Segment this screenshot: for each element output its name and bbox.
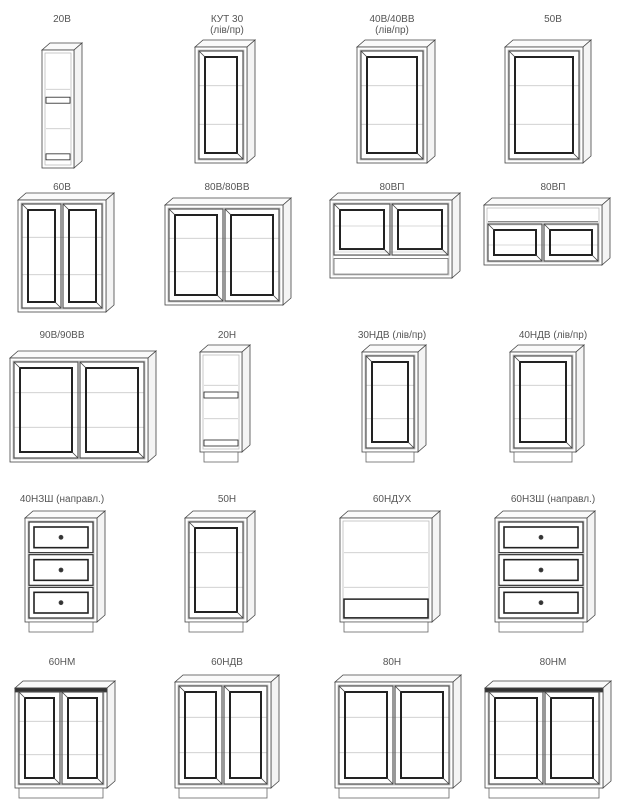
door — [18, 691, 61, 785]
cabinet-label: 60НЗШ (направл.) — [473, 494, 633, 505]
cabinet-code: 80В/80ВВ — [204, 182, 250, 193]
door — [333, 203, 391, 256]
drawer — [498, 521, 584, 554]
cabinet-code: 20В — [53, 14, 71, 25]
cabinet-label: 60НДУХ — [312, 494, 472, 505]
cabinet-code: 60В — [53, 182, 71, 193]
door — [360, 50, 424, 160]
cabinet-label: 40В/40ВВ(лів/пр) — [312, 14, 472, 36]
door — [188, 521, 244, 619]
cabinet-label: 30НДВ (лів/пр) — [312, 330, 472, 341]
cabinet-label: 80Н — [312, 657, 472, 668]
cabinet-label: 20Н — [147, 330, 307, 341]
cabinet-label: 40НЗШ (направл.) — [0, 494, 142, 505]
door — [178, 685, 223, 785]
cabinet-drawing — [163, 197, 293, 306]
cabinet-drawing — [360, 344, 428, 463]
cabinet-drawing — [16, 192, 116, 313]
cabinet-code: 60НДУХ — [372, 494, 412, 505]
cabinet-drawing — [483, 680, 613, 799]
cabinet-code: КУТ 30 — [210, 14, 244, 25]
cabinet-code: 40НЗШ (направл.) — [19, 494, 105, 505]
door — [487, 223, 543, 262]
knob-icon — [58, 534, 64, 540]
cabinet-drawing — [333, 674, 463, 799]
cabinet-drawing — [183, 510, 257, 633]
cabinet-code: 40В/40ВВ — [369, 14, 415, 25]
cabinet-drawing — [503, 39, 593, 164]
knob-icon — [538, 600, 544, 606]
door — [365, 355, 415, 449]
cabinet-code: 80Н — [382, 657, 402, 668]
cabinet-label: 50В — [473, 14, 633, 25]
cabinet-drawing — [493, 510, 597, 633]
door — [544, 691, 600, 785]
cabinet-drawing — [338, 510, 442, 633]
cabinet-drawing — [173, 674, 281, 799]
drawer — [28, 586, 94, 619]
cabinet-label: 80НМ — [473, 657, 633, 668]
cabinet-drawing — [193, 39, 257, 164]
cabinet-drawing — [508, 344, 586, 463]
cabinet-drawing — [328, 192, 462, 279]
door — [13, 361, 79, 459]
door — [508, 50, 580, 160]
door — [61, 691, 104, 785]
knob-icon — [58, 567, 64, 573]
door — [79, 361, 145, 459]
cabinet-code: 60НДВ — [211, 657, 243, 668]
door — [513, 355, 573, 449]
cabinet-orientation: (лів/пр) — [210, 25, 244, 36]
cabinet-label: 40НДВ (лів/пр) — [473, 330, 633, 341]
door — [223, 685, 268, 785]
cabinet-label: 50Н — [147, 494, 307, 505]
cabinet-label: 60НДВ — [147, 657, 307, 668]
door — [338, 685, 394, 785]
cabinet-code: 30НДВ (лів/пр) — [357, 330, 427, 341]
cabinet-drawing — [40, 42, 84, 169]
cabinet-label: 60В — [0, 182, 142, 193]
cabinet-label: 60НМ — [0, 657, 142, 668]
cabinet-label: 80ВП — [473, 182, 633, 193]
cabinet-code: 80ВП — [540, 182, 566, 193]
cabinet-code: 80ВП — [379, 182, 405, 193]
door — [394, 685, 450, 785]
door — [224, 208, 280, 302]
cabinet-drawing — [13, 680, 117, 799]
door — [168, 208, 224, 302]
drawer — [28, 554, 94, 586]
knob-icon — [538, 534, 544, 540]
cabinet-code: 60НМ — [48, 657, 76, 668]
knob-icon — [58, 600, 64, 606]
cabinet-label: 80ВП — [312, 182, 472, 193]
cabinet-code: 50Н — [217, 494, 237, 505]
door — [391, 203, 449, 256]
cabinet-label: 90В/90ВВ — [0, 330, 142, 341]
cabinet-code: 90В/90ВВ — [39, 330, 85, 341]
cabinet-drawing — [198, 344, 252, 463]
cabinet-orientation: (лів/пр) — [375, 25, 409, 36]
door — [198, 50, 244, 160]
door — [543, 223, 599, 262]
cabinet-code: 50В — [544, 14, 562, 25]
cabinet-code: 40НДВ (лів/пр) — [518, 330, 588, 341]
cabinet-drawing — [482, 197, 612, 266]
cabinet-code: 20Н — [217, 330, 237, 341]
door — [62, 203, 103, 309]
cabinet-drawing — [23, 510, 107, 633]
drawer — [28, 521, 94, 554]
cabinet-drawing — [8, 350, 158, 463]
drawer — [498, 586, 584, 619]
drawer — [498, 554, 584, 586]
knob-icon — [538, 567, 544, 573]
cabinet-drawing — [355, 39, 437, 164]
cabinet-label: 80В/80ВВ — [147, 182, 307, 193]
cabinet-label: КУТ 30(лів/пр) — [147, 14, 307, 36]
door — [488, 691, 544, 785]
cabinet-label: 20В — [0, 14, 142, 25]
cabinet-code: 80НМ — [539, 657, 567, 668]
door — [21, 203, 62, 309]
cabinet-code: 60НЗШ (направл.) — [510, 494, 596, 505]
